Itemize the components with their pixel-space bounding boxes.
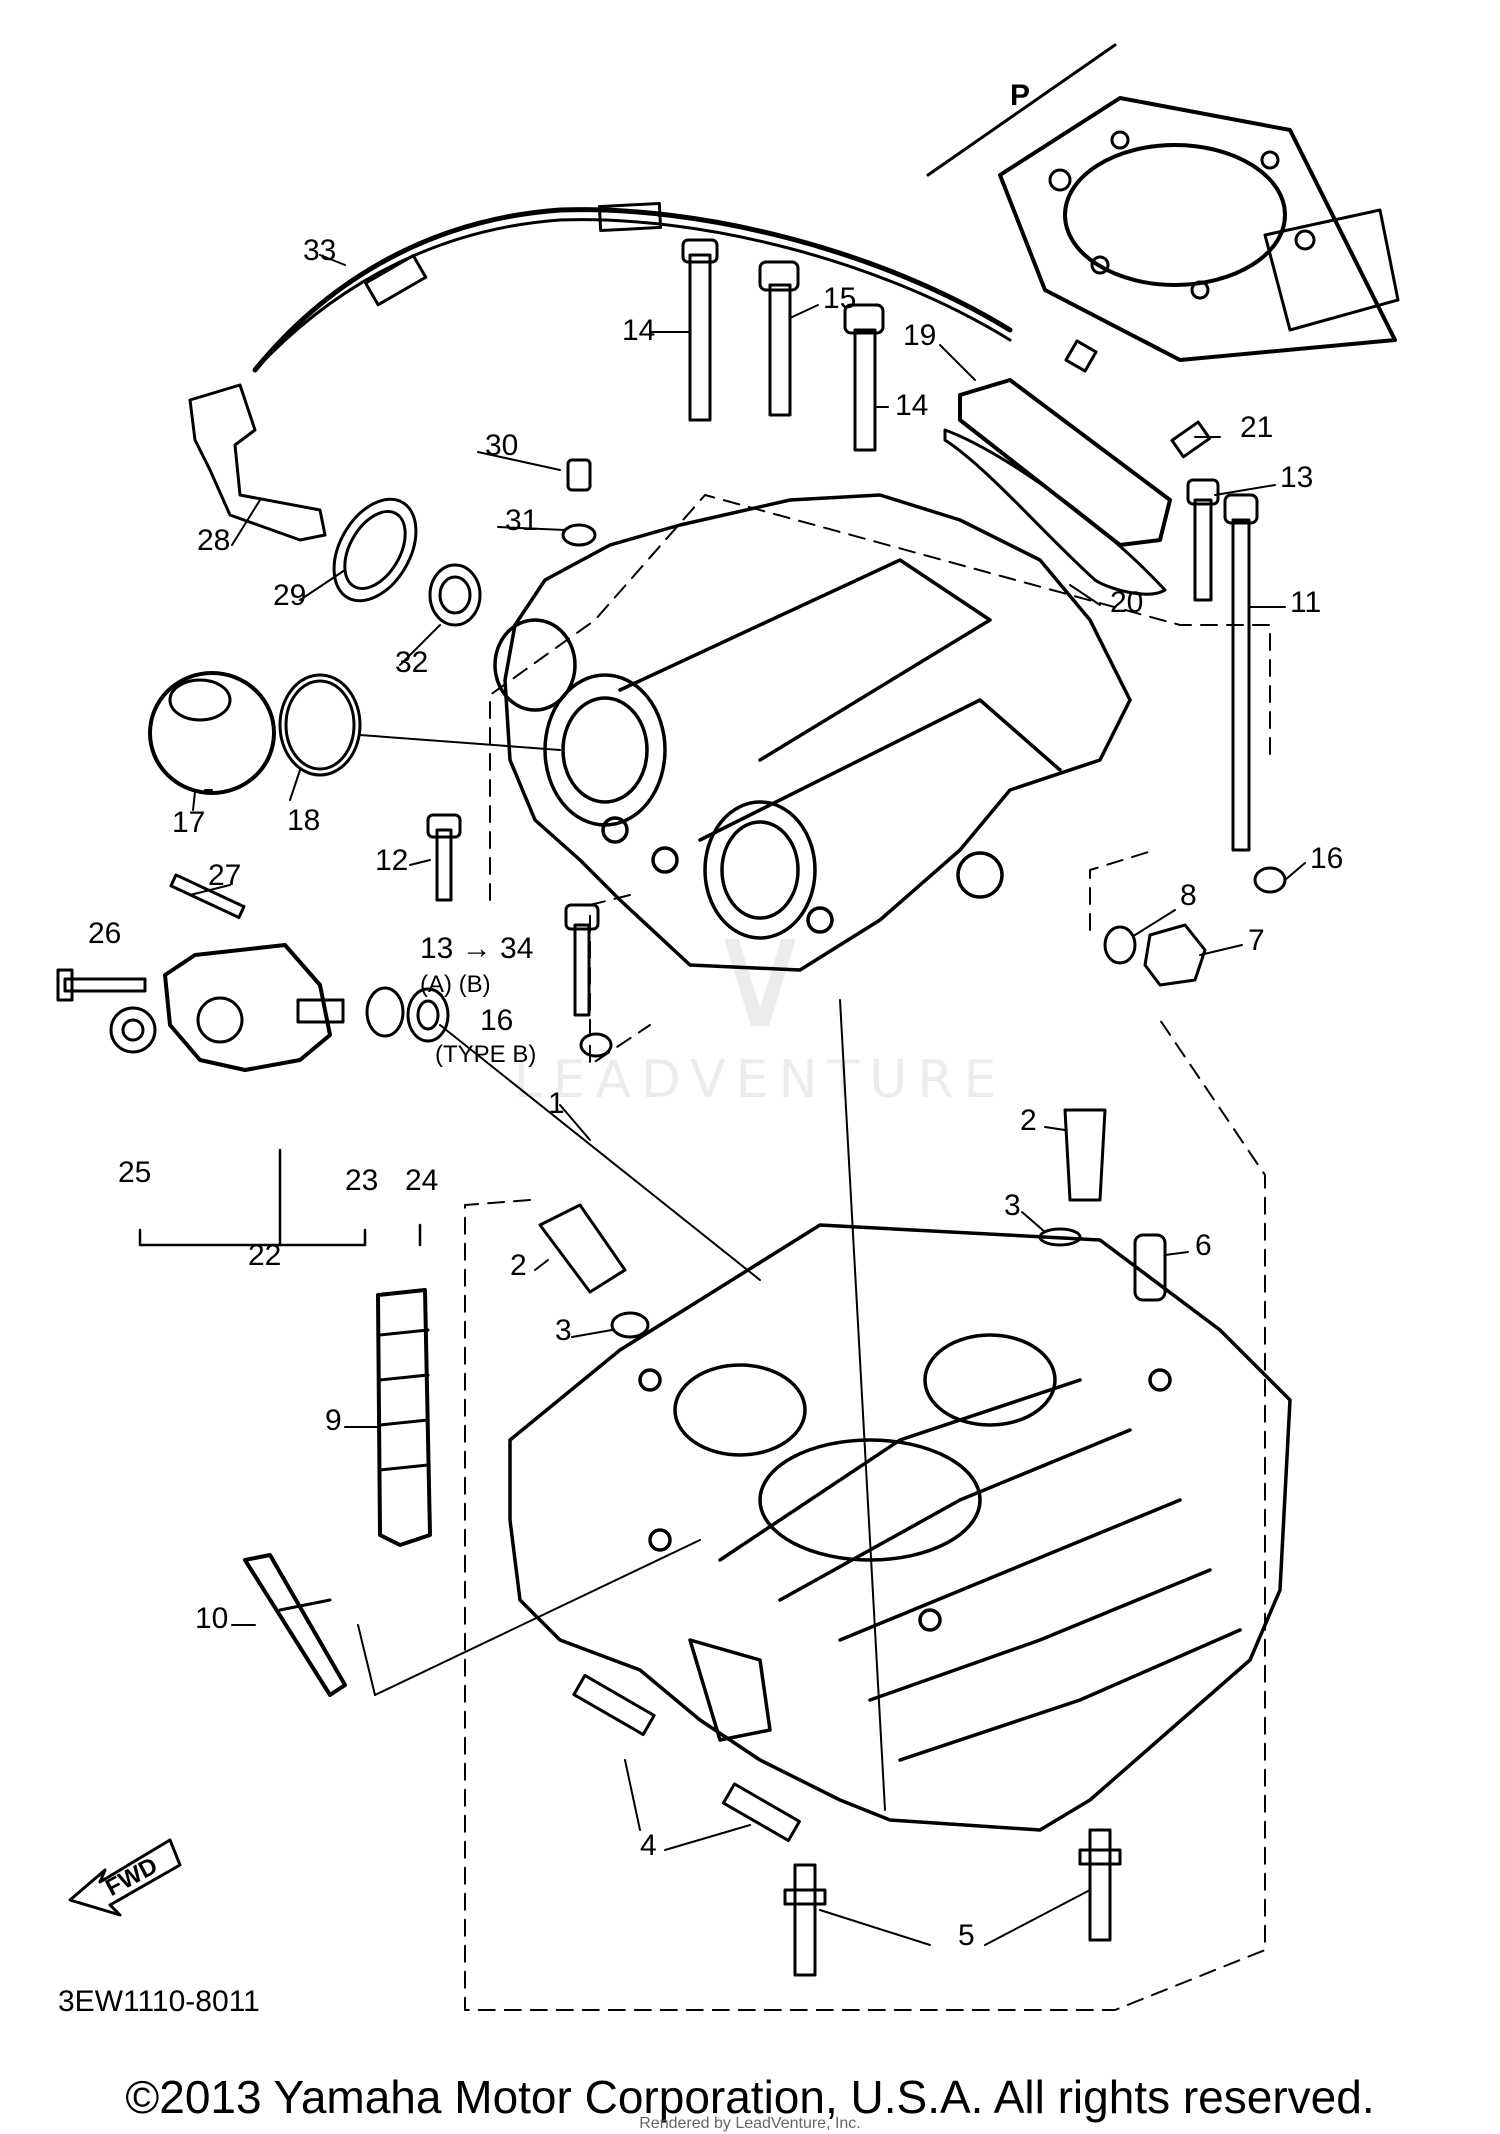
callout-p10: 10 — [195, 1602, 228, 1635]
callout-p18: 18 — [287, 804, 320, 837]
callout-p3b: 3 — [555, 1314, 572, 1347]
callout-p7: 7 — [1248, 924, 1265, 957]
callout-p13: 13 — [1280, 461, 1313, 494]
callout-p28: 28 — [197, 524, 230, 557]
group-label: P — [1010, 79, 1030, 112]
valve-guides — [538, 1108, 1167, 1339]
callout-p26: 26 — [88, 917, 121, 950]
cap-and-o-ring — [148, 671, 362, 795]
watermark-text: LEADVENTURE — [513, 1050, 1007, 1110]
alt-part-note: 13 → 34 (A) (B) 16 (TYPE B) — [420, 932, 536, 1068]
callout-p16: 16 — [1310, 842, 1343, 875]
callout-p24: 24 — [405, 1164, 438, 1197]
cylinder-head — [508, 1223, 1292, 1832]
callout-p30: 30 — [485, 429, 518, 462]
oil-pump-assembly — [56, 873, 450, 1247]
callout-p22: 22 — [248, 1239, 281, 1272]
callout-p2b: 2 — [510, 1249, 527, 1282]
cover-and-o-ring — [943, 378, 1172, 596]
alt-note-line1b: (A) (B) — [420, 971, 491, 998]
callout-p2a: 2 — [1020, 1104, 1037, 1137]
diagram-code: 3EW1110-8011 — [58, 1985, 260, 2018]
alt-note-line2: 16 — [480, 1004, 513, 1037]
copyright-notice: ©2013 Yamaha Motor Corporation, U.S.A. A… — [125, 2071, 1375, 2123]
callout-p21: 21 — [1240, 411, 1273, 444]
callout-p1: 1 — [548, 1087, 565, 1120]
cylinder-head-gasket — [926, 43, 1400, 362]
alt-note-line1: 13 → 34 — [420, 932, 533, 965]
assembly-boundaries — [464, 494, 1271, 2011]
alt-note-line3: (TYPE B) — [435, 1041, 536, 1068]
leader-lines — [189, 254, 1306, 1946]
callout-p20: 20 — [1110, 586, 1143, 619]
callout-p29: 29 — [273, 579, 306, 612]
watermark: ∨ LEADVENTURE — [500, 900, 1020, 1110]
callout-p33: 33 — [303, 234, 336, 267]
studs — [572, 1673, 1122, 1977]
fwd-arrow-icon — [68, 1838, 182, 1917]
callout-p14b: 14 — [895, 389, 928, 422]
callout-p15: 15 — [823, 282, 856, 315]
callout-p31: 31 — [505, 504, 538, 537]
callout-p19: 19 — [903, 319, 936, 352]
bolts — [561, 238, 1259, 852]
callout-p12: 12 — [375, 844, 408, 877]
callout-p4: 4 — [640, 1829, 657, 1862]
callout-p23: 23 — [345, 1164, 378, 1197]
callout-p9: 9 — [325, 1404, 342, 1437]
callout-p32: 32 — [395, 646, 428, 679]
spark-plug-and-insulator — [243, 1288, 432, 1697]
decompression-lever-parts — [188, 383, 482, 627]
fwd-label: FWD — [101, 1852, 162, 1901]
rendered-by-note: Rendered by LeadVenture, Inc. — [639, 2115, 861, 2132]
callout-p25: 25 — [118, 1156, 151, 1189]
callout-p3a: 3 — [1004, 1189, 1021, 1222]
cylinder-head-cover — [493, 493, 1132, 972]
callout-p5: 5 — [958, 1919, 975, 1952]
callout-p14a: 14 — [622, 314, 655, 347]
callout-p8: 8 — [1180, 879, 1197, 912]
callout-p27: 27 — [208, 859, 241, 892]
callout-p6: 6 — [1195, 1229, 1212, 1262]
callout-p11: 11 — [1290, 586, 1321, 619]
callout-p17: 17 — [172, 806, 205, 839]
cable — [252, 201, 1098, 373]
watermark-logo-icon: ∨ — [705, 888, 815, 1062]
